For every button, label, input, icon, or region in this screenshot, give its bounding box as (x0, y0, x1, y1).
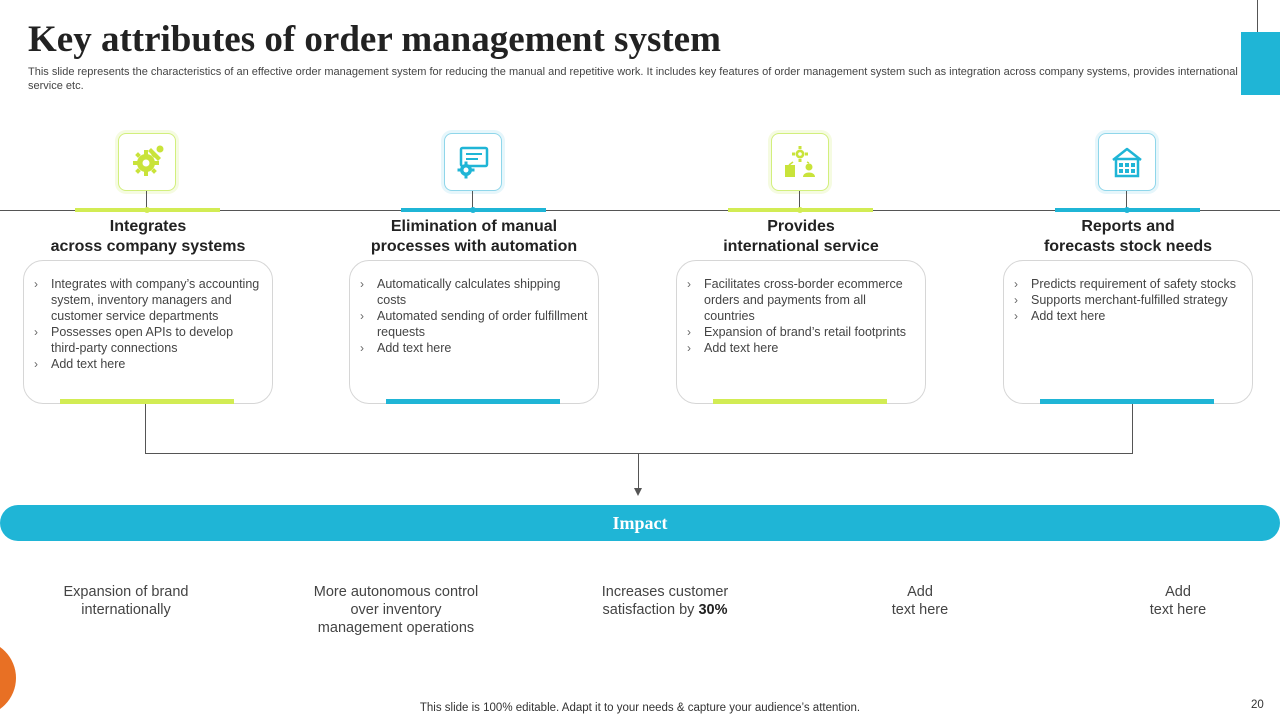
page-number: 20 (1251, 699, 1264, 711)
heading-line: international service (723, 237, 879, 255)
impact-line: Add (1165, 584, 1191, 600)
bullet-item: Supports merchant-fulfilled strategy (1014, 292, 1242, 308)
icon-connector (799, 191, 800, 210)
attribute-card: Automatically calculates shipping costs … (349, 260, 599, 404)
impact-label: Impact (612, 512, 668, 533)
impact-highlight: 30% (698, 602, 728, 618)
corner-accent-block (1241, 32, 1280, 95)
attribute-icon-box (444, 133, 502, 191)
connector-center-down (638, 453, 639, 489)
impact-line: text here (1149, 602, 1207, 618)
bullet-item: Possesses open APIs to develop third-par… (34, 324, 262, 356)
bullet-item: Automatically calculates shipping costs (360, 276, 588, 308)
attribute-icon-box (771, 133, 829, 191)
connector-left-down (145, 404, 146, 454)
icon-connector (472, 191, 473, 210)
bullet-item: Integrates with company’s accounting sys… (34, 276, 262, 324)
heading-line: forecasts stock needs (1043, 237, 1213, 255)
attribute-column-international: Provides international service Facilitat… (676, 0, 926, 410)
attribute-column-integrates: Integrates across company systems Integr… (23, 0, 273, 410)
impact-line: text here (891, 602, 949, 618)
icon-connector (1126, 191, 1127, 210)
gear-wrench-icon (133, 145, 164, 176)
slide-subtitle: This slide represents the characteristic… (28, 66, 1238, 92)
impact-banner: Impact (0, 505, 1280, 541)
icon-connector (146, 191, 147, 210)
bullet-item: Add text here (360, 340, 588, 356)
bullet-item: Predicts requirement of safety stocks (1014, 276, 1242, 292)
bullet-item: Add text here (687, 340, 915, 356)
impact-line: internationally (81, 602, 171, 618)
timeline-dot (797, 207, 803, 213)
corner-outline (1257, 0, 1280, 34)
impact-line: More autonomous control (313, 584, 479, 600)
heading-line: Reports and (1081, 218, 1175, 235)
connector-horizontal (145, 453, 1133, 454)
impact-item: Increases customer satisfaction by 30% (575, 583, 755, 619)
bullet-item: Automated sending of order fulfillment r… (360, 308, 588, 340)
attribute-icon-box (1098, 133, 1156, 191)
bullet-item: Add text here (34, 356, 262, 372)
impact-line: management operations (317, 620, 475, 636)
impact-line: Increases customer (601, 584, 729, 600)
attribute-heading: Reports and forecasts stock needs (1003, 217, 1253, 256)
attribute-column-automation: Elimination of manual processes with aut… (349, 0, 599, 410)
impact-line: satisfaction by 30% (575, 601, 755, 619)
bullet-item: Expansion of brand’s retail footprints (687, 324, 915, 340)
impact-item: More autonomous control over inventory m… (296, 583, 496, 637)
attribute-heading: Provides international service (676, 217, 926, 256)
bullet-list: Integrates with company’s accounting sys… (34, 276, 262, 372)
warehouse-icon (1112, 147, 1142, 178)
accent-bar-bottom (60, 399, 234, 404)
attribute-column-reports: Reports and forecasts stock needs Predic… (1003, 0, 1253, 410)
attribute-card: Predicts requirement of safety stocks Su… (1003, 260, 1253, 404)
accent-bar-bottom (1040, 399, 1214, 404)
impact-text: satisfaction by (602, 602, 699, 618)
heading-line: processes with automation (370, 237, 578, 255)
accent-bar-bottom (713, 399, 887, 404)
accent-bar-bottom (386, 399, 560, 404)
impact-item: Expansion of brand internationally (36, 583, 216, 619)
timeline-dot (1124, 207, 1130, 213)
attribute-heading: Elimination of manual processes with aut… (349, 217, 599, 256)
attribute-card: Facilitates cross-border ecommerce order… (676, 260, 926, 404)
footer-note: This slide is 100% editable. Adapt it to… (419, 702, 861, 714)
impact-line: over inventory (350, 602, 442, 618)
bullet-list: Facilitates cross-border ecommerce order… (687, 276, 915, 356)
bullet-item: Facilitates cross-border ecommerce order… (687, 276, 915, 324)
heading-line: Provides (767, 218, 835, 235)
impact-line: Expansion of brand (63, 584, 189, 600)
slide-title: Key attributes of order management syste… (28, 19, 721, 60)
heading-line: across company systems (50, 237, 246, 255)
arrow-down-icon (634, 488, 642, 496)
timeline-dot (470, 207, 476, 213)
heading-line: Integrates (109, 218, 187, 235)
connector-right-down (1132, 404, 1133, 454)
timeline-line (0, 210, 1280, 211)
timeline-dot (144, 207, 150, 213)
attribute-heading: Integrates across company systems (23, 217, 273, 256)
bullet-list: Predicts requirement of safety stocks Su… (1014, 276, 1242, 324)
impact-item: Add text here (860, 583, 980, 619)
heading-line: Elimination of manual (390, 218, 558, 235)
international-network-icon (785, 146, 815, 177)
attribute-icon-box (118, 133, 176, 191)
impact-item: Add text here (1118, 583, 1238, 619)
bullet-list: Automatically calculates shipping costs … (360, 276, 588, 356)
monitor-gear-icon (457, 146, 489, 179)
impact-line: Add (907, 584, 933, 600)
attribute-card: Integrates with company’s accounting sys… (23, 260, 273, 404)
bullet-item: Add text here (1014, 308, 1242, 324)
